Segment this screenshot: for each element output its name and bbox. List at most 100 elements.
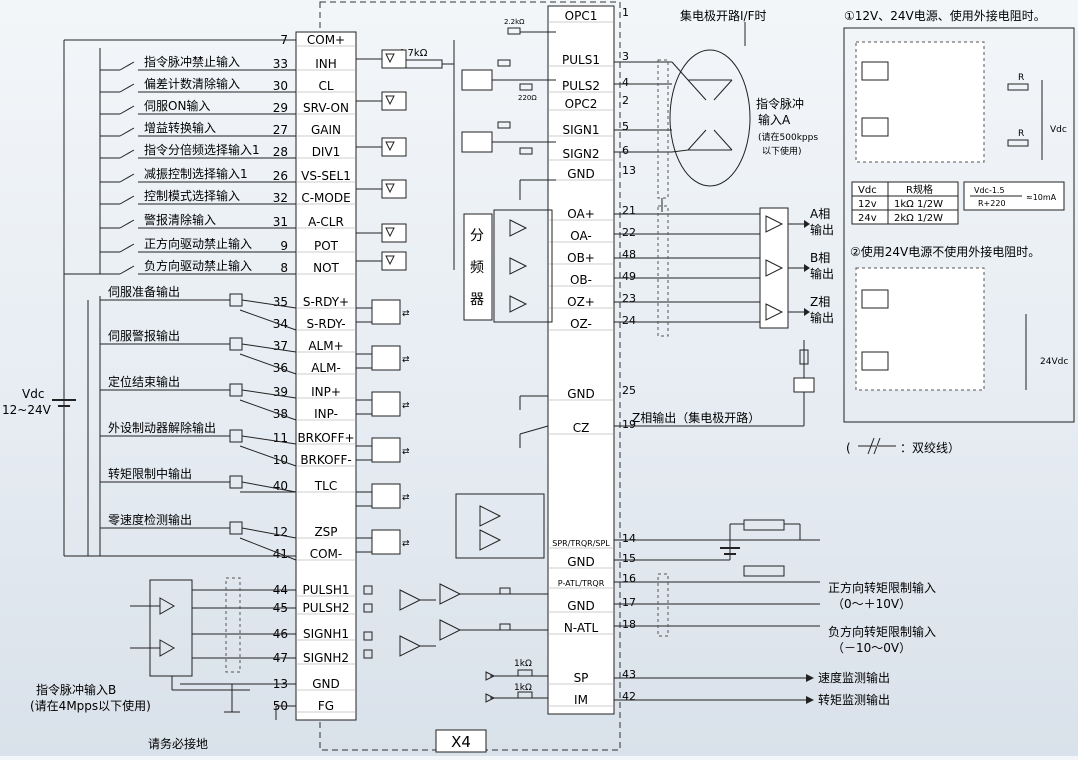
left-pin-number: 26	[273, 169, 288, 183]
left-pin-number: 32	[273, 191, 288, 205]
left-pin-name: COM-	[310, 547, 343, 561]
line-receiver	[759, 207, 789, 329]
formula-result: ≈10mA	[1026, 193, 1057, 202]
input-label: 正方向驱动禁止输入	[144, 236, 252, 251]
left-pin-name: ALM-	[311, 361, 341, 375]
right-pin-name: GND	[567, 387, 595, 401]
right-pin-name: OA+	[567, 207, 595, 221]
left-pin-name: BRKOFF-	[300, 453, 351, 467]
right-pin-column: 1OPC13PULS14PULS22OPC25SIGN16SIGN213GND2…	[547, 5, 636, 715]
right-pin-number: 18	[622, 618, 636, 631]
left-pin-number: 12	[273, 525, 288, 539]
left-pin-name: SIGNH2	[303, 651, 349, 665]
table-h1: R规格	[906, 183, 933, 196]
right-pin-number: 42	[622, 690, 636, 703]
table-r1c1: 2kΩ 1/2W	[894, 213, 943, 224]
note2-title: ②使用24V电源不使用外接电阻时。	[850, 244, 1040, 259]
pulse-input-a-opto: 2.2kΩ 220Ω	[461, 18, 556, 200]
right-pin-number: 6	[622, 144, 629, 157]
input-label: 警报清除输入	[144, 212, 216, 227]
torque-neg-line2: （－10～0V）	[832, 641, 911, 655]
speed-monitor-label: 速度监测输出	[818, 670, 890, 685]
z-phase-l1: Z相	[810, 295, 830, 309]
output-label: 定位结束输出	[108, 374, 180, 389]
table-r0c1: 1kΩ 1/2W	[894, 199, 943, 210]
right-pin-number: 2	[622, 94, 629, 107]
table-r1c0: 24v	[858, 213, 877, 224]
divider-box	[463, 213, 493, 321]
right-pin-number: 48	[622, 248, 636, 261]
divider-char1: 分	[470, 228, 484, 244]
formula-top: Vdc-1.5	[974, 186, 1005, 195]
left-pin-name: PULSH1	[303, 583, 350, 597]
right-pin-name: OA-	[570, 229, 592, 243]
torque-pos-line1: 正方向转矩限制输入	[828, 580, 936, 595]
output-label: 伺服准备输出	[108, 284, 180, 299]
divider-char2: 频	[470, 260, 484, 276]
right-pin-name: SP	[574, 671, 589, 685]
b-phase-l2: 输出	[810, 266, 834, 281]
opto-arrow-icon: ⇄	[402, 447, 410, 457]
right-pin-name: OPC2	[565, 97, 598, 111]
right-pin-name: GND	[567, 555, 595, 569]
right-pin-number: 4	[622, 76, 629, 89]
right-pin-number: 1	[622, 6, 629, 19]
note2-circuit	[855, 267, 985, 391]
connector-label: X4	[451, 733, 471, 751]
input-label: 增益转换输入	[144, 120, 216, 135]
left-pin-name: DIV1	[312, 145, 341, 159]
right-pin-number: 13	[622, 164, 636, 177]
right-pin-name: OB+	[567, 251, 595, 265]
right-pin-number: 19	[622, 418, 636, 431]
input-labels: 指令脉冲禁止输入偏差计数清除输入伺服ON输入增益转换输入指令分倍频选择输入1减振…	[64, 48, 296, 275]
right-pin-number: 24	[622, 314, 636, 327]
right-pin-number: 3	[622, 50, 629, 63]
vdc-label: Vdc	[22, 387, 44, 401]
note2-vdc: 24Vdc	[1040, 357, 1068, 367]
left-pin-name: ALM+	[308, 339, 343, 353]
right-pin-name: SIGN2	[562, 147, 599, 161]
left-pin-name: VS-SEL1	[301, 169, 351, 183]
connector-label-box	[435, 729, 487, 753]
note1-circuit	[855, 41, 985, 163]
cz-opto	[793, 377, 815, 393]
right-pin-name: OB-	[570, 273, 592, 287]
input-label: 指令脉冲禁止输入	[144, 54, 240, 69]
input-label: 负方向驱动禁止输入	[144, 258, 252, 273]
pulse-a-line2: 输入A	[758, 112, 791, 127]
formula-bottom: R+220	[978, 199, 1006, 208]
r-22k-label: 2.2kΩ	[504, 18, 525, 26]
right-pin-name: N-ATL	[564, 621, 599, 635]
vdc-range: 12~24V	[2, 403, 52, 417]
right-pin-name: OZ-	[570, 317, 592, 331]
left-pin-number: 30	[273, 79, 288, 93]
left-pin-number: 28	[273, 145, 288, 159]
right-pin-name: OZ+	[567, 295, 595, 309]
a-phase-l2: 输出	[810, 222, 834, 237]
left-pin-name: INP-	[314, 407, 338, 421]
pulse-b-line2: (请在4Mpps以下使用)	[30, 698, 151, 713]
left-pin-name: INH	[315, 57, 337, 71]
left-pin-number: 9	[280, 239, 288, 253]
left-pin-name: FG	[318, 699, 334, 713]
res-1k-a: 1kΩ	[514, 659, 532, 669]
analog-input-circuit	[439, 493, 548, 641]
left-pin-name: PULSH2	[303, 601, 350, 615]
right-pin-number: 15	[622, 552, 636, 565]
right-pin-name: PULS1	[562, 53, 600, 67]
opto-arrow-icon: ⇄	[402, 401, 410, 411]
pulse-a-line1: 指令脉冲	[756, 96, 804, 111]
note1-r2: R	[1018, 129, 1024, 139]
output-optocouplers: ⇄⇄⇄⇄⇄⇄	[356, 299, 410, 555]
torque-pos-line2: （0～＋10V）	[832, 597, 911, 611]
output-label: 转矩限制中输出	[108, 466, 192, 481]
opto-arrow-icon: ⇄	[402, 539, 410, 549]
left-pin-name: A-CLR	[308, 215, 344, 229]
left-pin-name: NOT	[313, 261, 339, 275]
input-optocouplers	[356, 49, 407, 271]
left-pin-name: SIGNH1	[303, 627, 349, 641]
left-pin-number: 33	[273, 57, 288, 71]
left-pin-name: TLC	[314, 479, 337, 493]
left-pin-name: S-RDY-	[306, 317, 345, 331]
twisted-pair-symbol	[858, 437, 896, 455]
